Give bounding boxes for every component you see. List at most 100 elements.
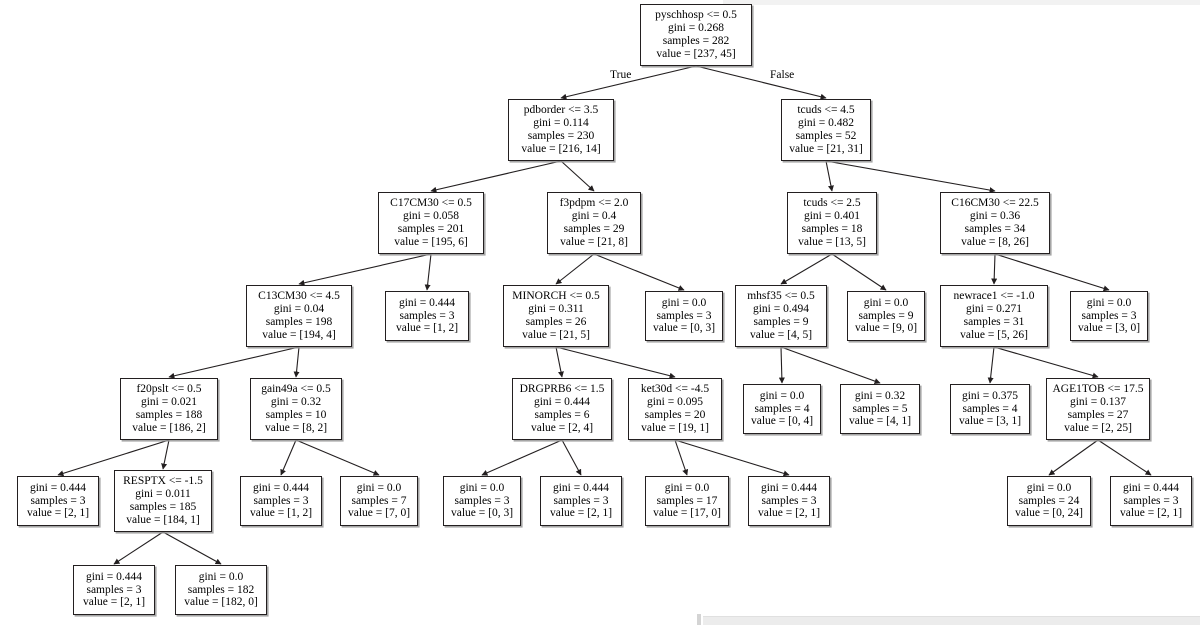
tree-edge: [162, 531, 222, 565]
node-text-line: samples = 31: [963, 316, 1025, 328]
node-text-line: gini = 0.32: [270, 396, 322, 409]
horizontal-scrollbar[interactable]: [703, 616, 1200, 625]
tree-edge: [780, 346, 881, 384]
tree-edge: [293, 346, 300, 378]
tree-edge: [113, 531, 164, 565]
tree-edge: [481, 439, 563, 476]
node-text-line: RESPTX <= -1.5: [123, 475, 203, 488]
node-text-line: value = [8, 2]: [264, 421, 328, 434]
node-text-line: gini = 0.0: [1026, 481, 1072, 494]
node-text-line: samples = 3: [30, 494, 86, 507]
node-text-line: gini = 0.444: [252, 481, 309, 494]
node-text-line: value = [0, 4]: [750, 415, 814, 428]
node-text-line: value = [1, 2]: [395, 322, 459, 335]
tree-edge: [674, 439, 689, 476]
node-text-line: ket30d <= -4.5: [640, 383, 710, 396]
node-text-line: samples = 20: [644, 409, 706, 421]
node-text-line: samples = 3: [656, 309, 712, 322]
node-text-line: gini = 0.444: [1122, 481, 1179, 494]
edge-label-false: False: [770, 69, 795, 81]
node-text-line: gini = 0.137: [1069, 396, 1126, 409]
node-text-line: gini = 0.444: [760, 481, 817, 494]
node-text-line: gini = 0.32: [854, 389, 906, 402]
tree-edge: [561, 439, 582, 476]
tree-edge: [674, 439, 790, 477]
node-text-line: gini = 0.114: [533, 117, 589, 130]
scrollbar-cap[interactable]: [697, 614, 701, 625]
tree-edge: [831, 253, 887, 291]
node-text-line: gini = 0.444: [398, 296, 455, 309]
tree-edge: [991, 253, 998, 285]
node-text-line: gini = 0.36: [969, 210, 1021, 223]
node-text-line: MINORCH <= 0.5: [512, 290, 600, 303]
node-text-line: samples = 29: [563, 223, 625, 235]
node-text-line: samples = 4: [962, 402, 1018, 415]
node-text-line: value = [7, 0]: [347, 507, 411, 520]
tree-edge: [555, 346, 564, 378]
node-text-line: samples = 18: [801, 223, 863, 235]
tree-edge: [560, 160, 595, 192]
node-text-line: value = [19, 1]: [641, 421, 709, 434]
tree-edge: [825, 160, 996, 194]
node-text-line: value = [182, 0]: [184, 596, 258, 609]
node-text-line: value = [195, 6]: [394, 235, 468, 248]
node-text-line: value = [8, 26]: [961, 235, 1029, 248]
node-text-line: value = [186, 2]: [132, 421, 206, 434]
node-text-line: samples = 4: [754, 402, 810, 415]
node-text-line: samples = 3: [399, 309, 455, 322]
node-text-line: samples = 230: [527, 130, 595, 142]
node-text-line: C16CM30 <= 22.5: [951, 197, 1039, 210]
node-text-line: value = [21, 31]: [789, 142, 863, 155]
node-text-line: pdborder <= 3.5: [523, 104, 599, 117]
node-text-line: value = [237, 45]: [656, 47, 736, 60]
tree-edge: [298, 253, 432, 286]
node-text-line: pyschhosp <= 0.5: [655, 9, 737, 22]
tree-edge: [825, 160, 834, 192]
node-text-line: value = [0, 3]: [450, 507, 514, 520]
node-text-line: gini = 0.401: [803, 210, 860, 223]
node-text-line: gini = 0.0: [198, 570, 244, 583]
tree-edge: [424, 253, 432, 291]
node-text-line: AGE1TOB <= 17.5: [1052, 383, 1144, 396]
node-text-line: value = [184, 1]: [126, 513, 200, 526]
node-text-line: value = [0, 24]: [1015, 507, 1083, 520]
tree-edge: [555, 253, 595, 285]
node-text-line: value = [216, 14]: [521, 142, 601, 155]
